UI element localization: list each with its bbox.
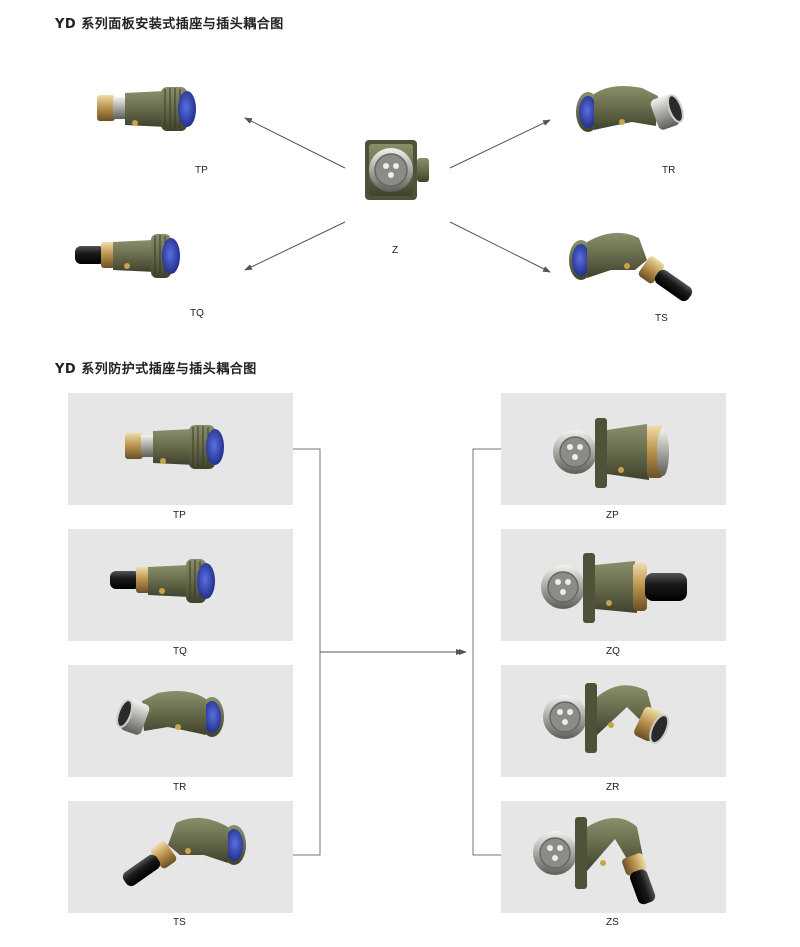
label-right-zs: ZS xyxy=(606,917,619,928)
label-right-zr: ZR xyxy=(606,782,620,793)
label-ts: TS xyxy=(655,313,668,324)
connector-image-left-tp xyxy=(124,424,225,470)
connector-image-right-zp xyxy=(552,417,670,489)
connector-image-right-zq xyxy=(540,552,688,624)
label-tp: TP xyxy=(195,165,208,176)
label-z: Z xyxy=(392,245,399,256)
panel-left-ts xyxy=(68,801,293,913)
panel-left-tq xyxy=(68,529,293,641)
label-left-tq: TQ xyxy=(173,646,187,657)
label-right-zp: ZP xyxy=(606,510,619,521)
connector-image-left-ts xyxy=(118,817,246,892)
connector-image-left-tr xyxy=(112,690,225,738)
label-left-tr: TR xyxy=(173,782,187,793)
panel-right-zp xyxy=(501,393,726,505)
panel-right-zq xyxy=(501,529,726,641)
connector-image-right-zs xyxy=(532,816,660,908)
section2-title: YD 系列防护式插座与插头耦合图 xyxy=(55,362,257,377)
section1-title: YD 系列面板安装式插座与插头耦合图 xyxy=(55,17,284,32)
label-tr: TR xyxy=(662,165,676,176)
panel-left-tp xyxy=(68,393,293,505)
label-left-tp: TP xyxy=(173,510,186,521)
panel-right-zr xyxy=(501,665,726,777)
panel-left-tr xyxy=(68,665,293,777)
label-right-zq: ZQ xyxy=(606,646,620,657)
connector-image-left-tq xyxy=(109,558,216,604)
label-tq: TQ xyxy=(190,308,204,319)
panel-right-zs xyxy=(501,801,726,913)
label-left-ts: TS xyxy=(173,917,186,928)
connector-image-right-zr xyxy=(542,682,674,754)
